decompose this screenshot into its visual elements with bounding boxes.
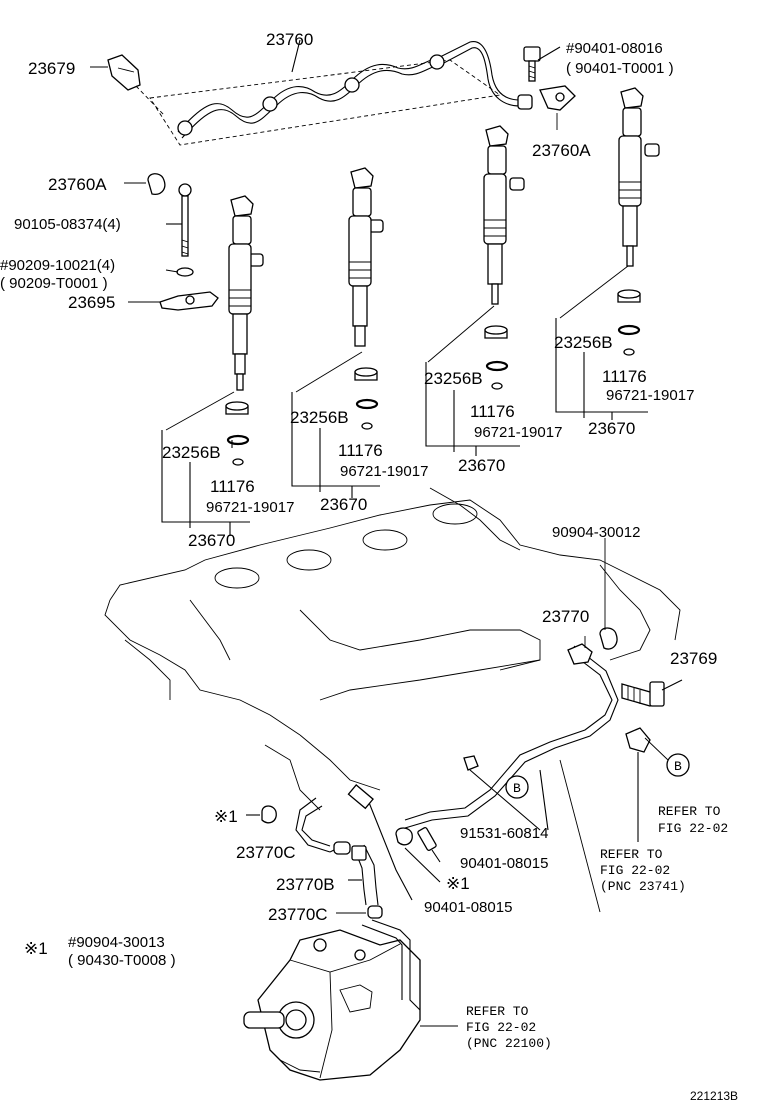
refer-pnc-line1: REFER TO [600,847,663,862]
label-23760: 23760 [266,30,313,49]
seals-injector-1 [165,391,250,466]
label-23760a-right: 23760A [532,141,591,160]
fuel-rail [149,41,533,146]
gasket-near-bolt [395,827,441,883]
bolt-90401-08015-a [347,784,413,901]
return-pipe-23770 [404,636,619,829]
engine-block-outline [104,487,681,811]
refer-b-line1: REFER TO [658,804,721,819]
seals-injector-3 [427,305,509,390]
label-90401-08015-b: 90401-08015 [424,899,512,916]
label-inj3-11176: 11176 [470,402,515,421]
fitting-23769 [621,679,683,707]
callout-b-left [505,775,529,799]
banjo-bolt-23679 [107,54,166,117]
label-inj1-23670: 23670 [188,531,235,550]
label-inj4-23256b: 23256B [554,333,613,352]
label-inj2-23670: 23670 [320,495,367,514]
label-90105-08374: 90105-08374(4) [14,216,121,233]
label-23770c-a: 23770C [236,843,296,862]
label-23770b: 23770B [276,875,335,894]
callout-b-left-letter: B [513,781,521,796]
group-brackets [161,318,648,528]
gasket-90904-30012 [599,538,618,650]
label-inj4-11176: 11176 [602,367,647,386]
label-23769: 23769 [670,649,717,668]
label-90401-08015-a: 90401-08015 [460,855,548,872]
label-note1-mid: ※1 [446,874,470,893]
seals-injector-4 [559,265,641,356]
connector-fig-22-02 [625,727,651,842]
injector-4 [618,87,660,267]
refer-pump-line3: (PNC 22100) [466,1036,552,1051]
bolt-90401-08015-b [417,827,441,863]
label-inj3-96721: 96721-19017 [474,424,562,441]
note-line1: #90904-30013 [68,934,165,951]
refer-pnc-line3: (PNC 23741) [600,879,686,894]
label-23695: 23695 [68,293,115,312]
label-23760a-left: 23760A [48,175,107,194]
label-inj2-11176: 11176 [338,441,383,460]
refer-pump-line2: FIG 22-02 [466,1020,536,1035]
refer-b-line2: FIG 22-02 [658,821,728,836]
label-inj1-11176: 11176 [210,477,255,496]
injector-3 [483,125,525,305]
label-90904-30012: 90904-30012 [552,524,640,541]
callout-b-right-letter: B [674,759,682,774]
clamp-23695 [128,291,219,311]
label-inj2-96721: 96721-19017 [340,463,428,480]
label-inj1-96721: 96721-19017 [206,499,294,516]
injector-2 [348,167,384,347]
figure-id: 221213B [690,1089,738,1103]
label-inj4-23670: 23670 [588,419,635,438]
label-inj1-23256b: 23256B [162,443,221,462]
label-90401-08016: #90401-08016 [566,40,663,57]
bolt-90401-08016 [523,46,541,82]
gasket-23760A-left [124,173,166,195]
label-23770c-b: 23770C [268,905,328,924]
callout-b-right [644,737,690,777]
seals-injector-2 [295,351,379,430]
label-inj3-23256b: 23256B [424,369,483,388]
refer-pnc-line2: FIG 22-02 [600,863,670,878]
label-90209-t0001: ( 90209-T0001 ) [0,275,108,292]
label-note1-left: ※1 [214,807,238,826]
label-90209-10021: #90209-10021(4) [0,257,115,274]
refer-pump-line1: REFER TO [466,1004,529,1019]
label-91531-60814: 91531-60814 [460,825,548,842]
label-inj2-23256b: 23256B [290,408,349,427]
injector-1 [228,195,264,391]
gasket-23760A-right [539,85,576,130]
washer-90209 [165,267,194,277]
note-line2: ( 90430-T0008 ) [68,952,176,969]
label-90401-t0001: ( 90401-T0001 ) [566,60,674,77]
label-inj3-23670: 23670 [458,456,505,475]
label-inj4-96721: 96721-19017 [606,387,694,404]
note-mark: ※1 [24,939,48,958]
leader-lines [90,39,613,914]
supply-pump [243,919,458,1081]
bolt-90105-08374 [166,183,192,257]
label-23770: 23770 [542,607,589,626]
bolt-91531-60814 [463,755,601,913]
label-23679: 23679 [28,59,75,78]
